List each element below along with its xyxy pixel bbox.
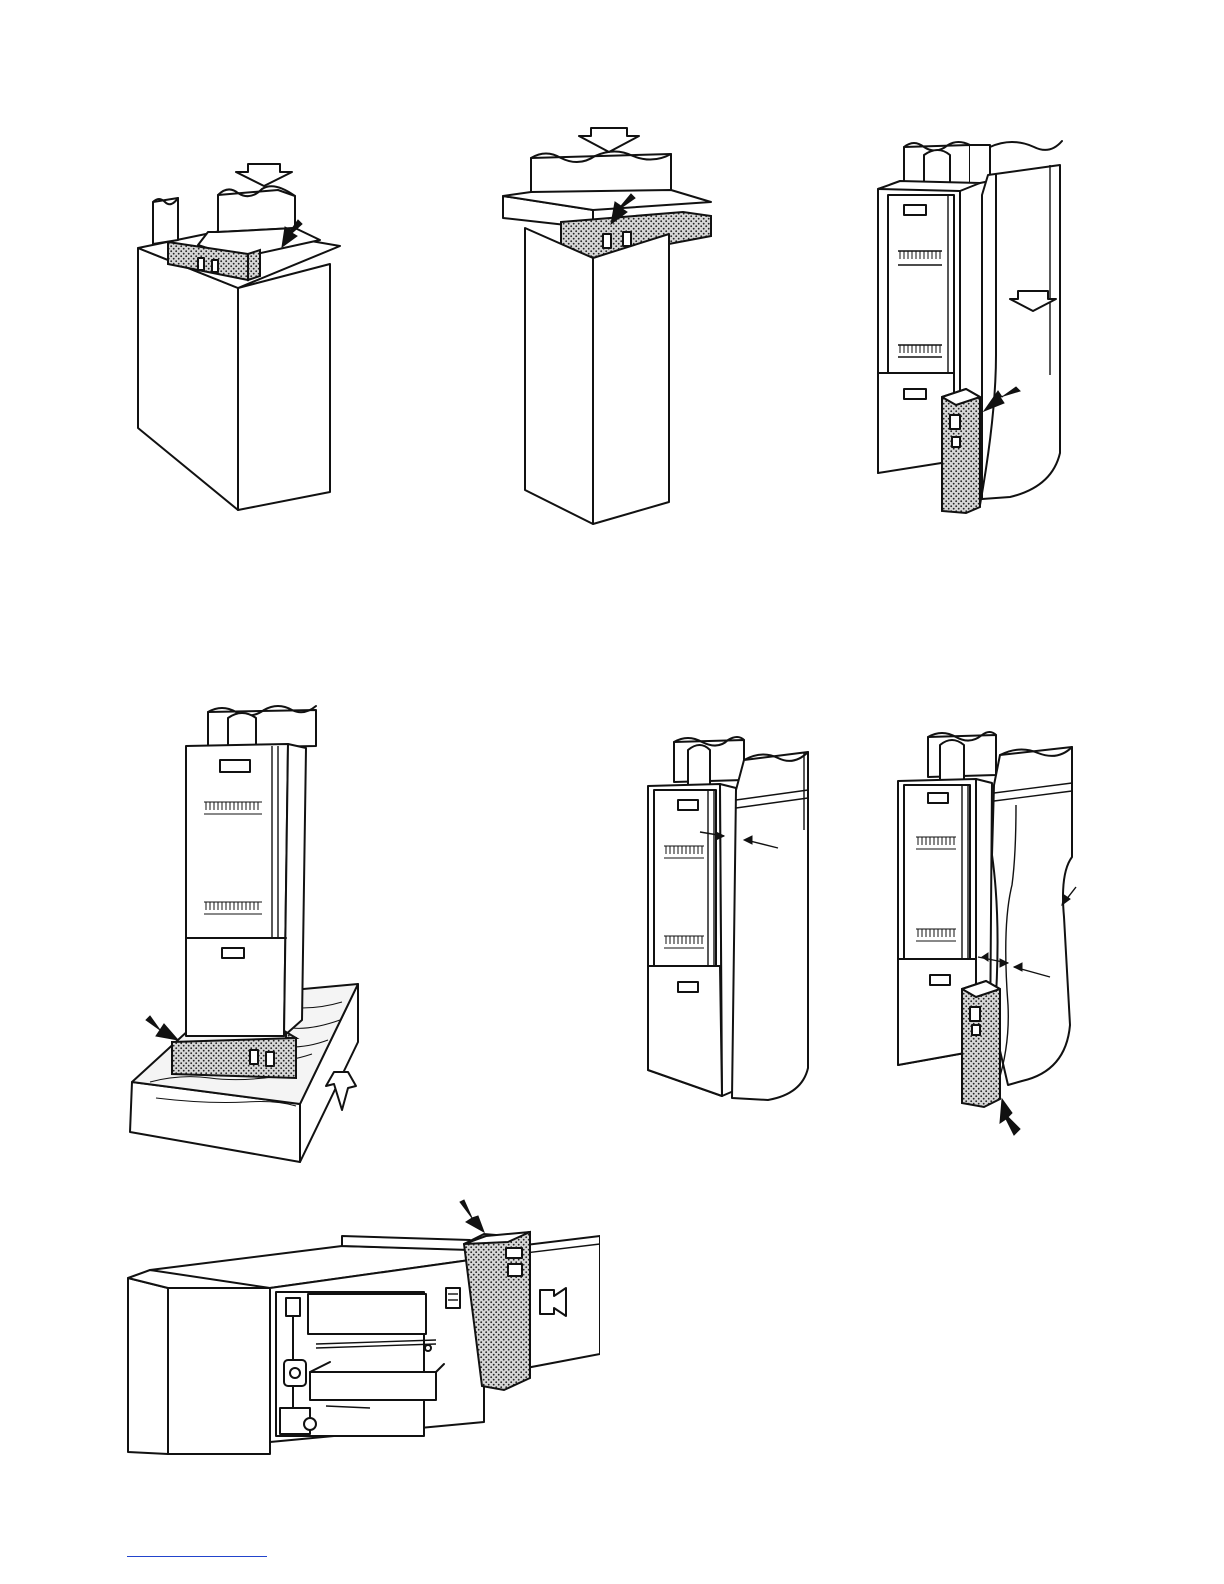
diagram-figure-2	[495, 120, 725, 530]
diagram-figure-4	[120, 702, 370, 1164]
diagram-figure-3	[870, 135, 1080, 520]
diagram-figure-6	[890, 725, 1090, 1137]
footer-rule	[127, 1556, 267, 1557]
hollow-arrow-icon	[236, 164, 292, 186]
diagram-figure-5	[640, 730, 820, 1102]
diagram-figure-1	[120, 150, 360, 530]
diagram-figure-7	[120, 1196, 600, 1460]
